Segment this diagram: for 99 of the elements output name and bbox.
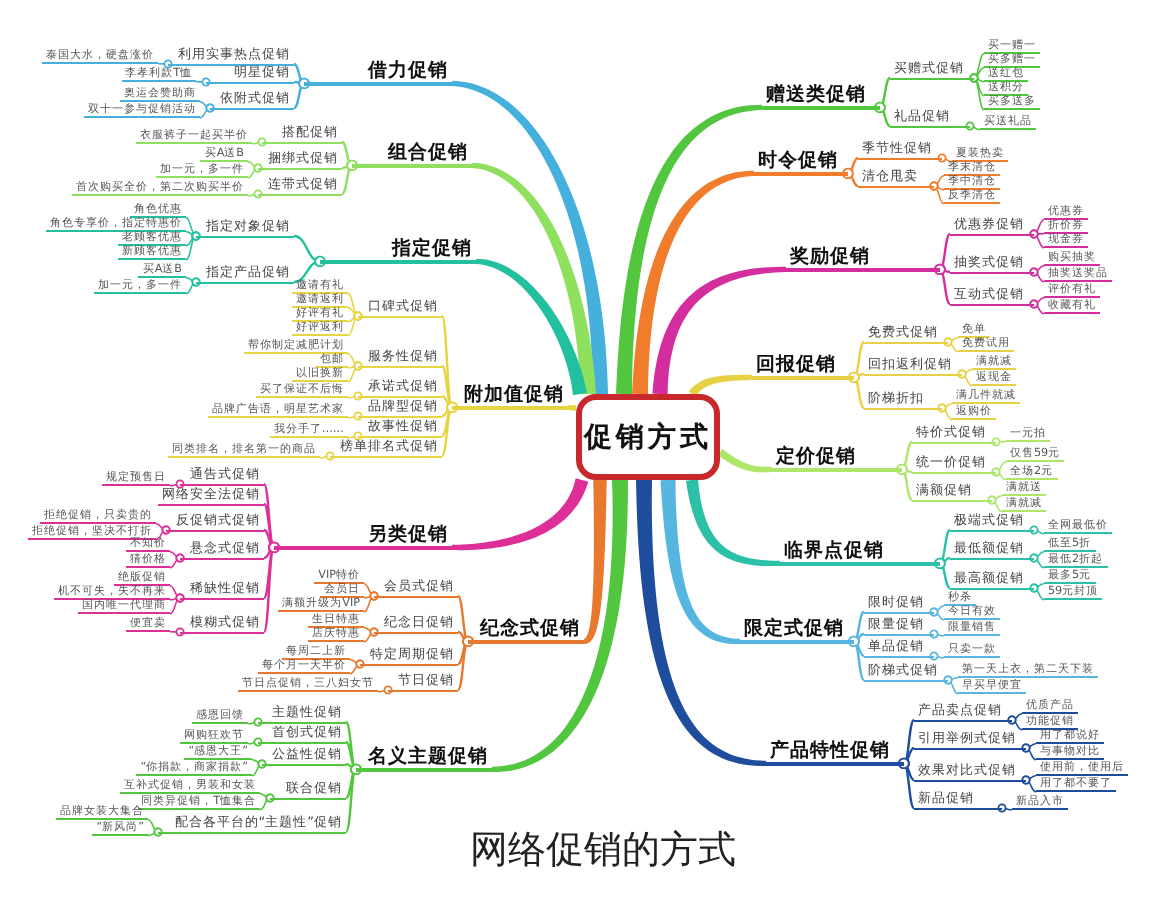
connector-line: [987, 495, 1003, 513]
connector-line: [929, 651, 945, 661]
connector-line: [934, 557, 951, 589]
connector-line: [347, 411, 363, 421]
connector-line: [1021, 775, 1037, 793]
connector-line: [293, 77, 310, 109]
branch-line: [491, 479, 628, 772]
connector-line: [957, 369, 973, 387]
branch-label: 附加值促销: [452, 384, 568, 410]
central-topic-box: 促销方式: [576, 394, 720, 480]
connector-line: [842, 167, 859, 188]
branch-line: [475, 258, 587, 396]
branch-line: [632, 170, 755, 395]
branch-label: 借力促销: [304, 60, 452, 86]
branch-label: 赠送类促销: [762, 84, 880, 110]
connector-line: [169, 627, 185, 637]
connector-line: [1029, 229, 1045, 249]
branch-label: 另类促销: [274, 524, 452, 550]
connector-line: [874, 101, 891, 127]
connector-line: [347, 431, 363, 441]
branch-line: [685, 479, 780, 567]
branch-line: [471, 162, 596, 395]
connector-line: [937, 403, 953, 421]
connector-line: [937, 153, 953, 163]
branch-line: [717, 448, 773, 473]
connector-line: [943, 337, 959, 353]
branch-line: [652, 266, 787, 395]
branch-line: [616, 104, 763, 395]
connector-line: [344, 763, 362, 833]
connector-line: [247, 163, 263, 179]
connector-line: [199, 103, 215, 119]
connector-line: [848, 371, 865, 409]
branch-label: 时令促销: [754, 150, 848, 176]
connector-line: [349, 659, 365, 675]
connector-line: [1029, 525, 1045, 535]
connector-line: [347, 391, 363, 401]
branch-line: [567, 404, 576, 411]
connector-line: [929, 629, 945, 639]
branch-label: 临界点促销: [780, 540, 940, 566]
connector-line: [1029, 299, 1045, 315]
branch-label: 组合促销: [352, 142, 472, 168]
branch-label: 定价促销: [772, 446, 902, 472]
connector-line: [363, 591, 379, 613]
connector-line: [185, 231, 201, 261]
connector-line: [1029, 267, 1045, 283]
branch-line: [660, 479, 740, 645]
branch-line: [451, 80, 608, 395]
connector-line: [247, 717, 263, 727]
connector-line: [195, 77, 211, 87]
connector-line: [934, 263, 951, 305]
connector-line: [1029, 583, 1045, 601]
connector-line: [457, 635, 474, 691]
connector-line: [1029, 553, 1045, 569]
connector-line: [155, 525, 171, 541]
connector-line: [929, 607, 945, 621]
connector-line: [991, 437, 1007, 447]
branch-line: [452, 478, 589, 551]
connector-line: [991, 467, 1007, 481]
connector-line: [898, 757, 915, 809]
connector-line: [169, 479, 185, 489]
connector-line: [185, 277, 201, 295]
connector-line: [147, 827, 163, 837]
connector-line: [293, 255, 326, 284]
connector-line: [969, 73, 985, 111]
connector-line: [997, 803, 1013, 813]
branch-label: 产品特性促销: [766, 740, 904, 766]
branch-label: 名义主题促销: [356, 746, 492, 772]
connector-line: [929, 181, 945, 205]
connector-line: [377, 685, 393, 695]
connector-line: [169, 593, 185, 615]
connector-line: [347, 361, 363, 383]
connector-line: [319, 451, 335, 461]
branch-label: 指定促销: [320, 238, 476, 264]
branch-label: 奖励促销: [786, 246, 940, 272]
connector-line: [247, 189, 263, 199]
connector-line: [341, 159, 358, 195]
branch-line: [688, 374, 753, 397]
connector-line: [157, 59, 173, 69]
branch-line: [583, 480, 607, 644]
connector-line: [943, 675, 959, 695]
branch-label: 限定式促销: [740, 618, 854, 644]
caption: 网络促销的方式: [470, 828, 736, 872]
connector-line: [247, 737, 263, 747]
connector-line: [1021, 743, 1037, 761]
connector-line: [262, 541, 280, 633]
connector-line: [169, 553, 185, 569]
connector-line: [441, 401, 458, 457]
connector-line: [347, 311, 363, 337]
connector-line: [1007, 715, 1023, 731]
connector-line: [848, 635, 865, 681]
branch-label: 回报促销: [752, 354, 854, 380]
branch-label: 纪念式促销: [468, 618, 584, 644]
connector-line: [251, 137, 267, 147]
connector-line: [259, 793, 275, 811]
connector-line: [251, 759, 267, 777]
branch-line: [636, 479, 767, 766]
connector-line: [363, 627, 379, 643]
connector-line: [896, 463, 913, 501]
connector-line: [965, 121, 981, 131]
